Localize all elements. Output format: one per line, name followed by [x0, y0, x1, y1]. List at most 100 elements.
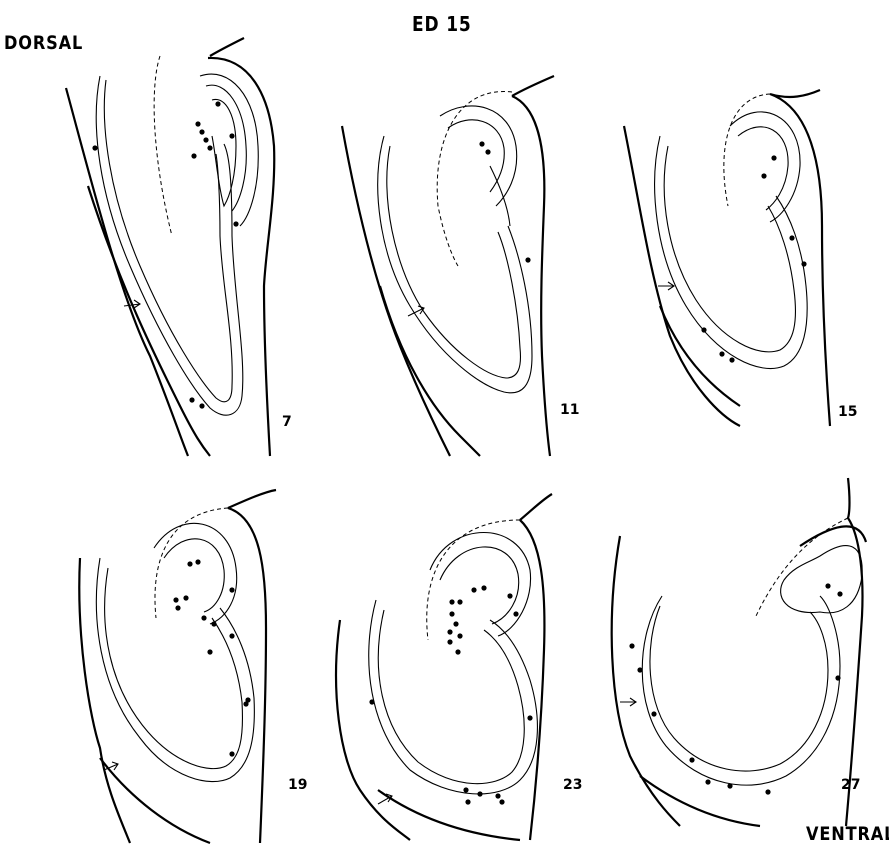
labeled-cell-dot	[485, 149, 490, 154]
hippocampal-layer	[369, 600, 538, 794]
labeled-cell-dot	[835, 675, 840, 680]
labeled-cell-dot	[207, 145, 212, 150]
section-27-drawing	[600, 476, 880, 826]
tissue-outer-contour	[624, 126, 740, 426]
labeled-cell-dot	[457, 633, 462, 638]
labeled-cell-dot	[701, 327, 706, 332]
hippocampal-outer-border	[208, 38, 274, 456]
labeled-cell-dot	[229, 587, 234, 592]
labeled-cell-dot	[629, 643, 634, 648]
labeled-cell-dot	[229, 133, 234, 138]
dentate-layer	[154, 523, 237, 624]
dentate-layer	[440, 106, 517, 206]
labeled-cell-dot	[447, 639, 452, 644]
tissue-outer-contour	[100, 758, 210, 843]
labeled-cell-dot	[229, 751, 234, 756]
labeled-cell-dot	[191, 153, 196, 158]
labeled-cell-dot	[477, 791, 482, 796]
labeled-cell-dot	[175, 605, 180, 610]
ventral-label: VENTRAL	[806, 823, 889, 845]
labeled-cell-dot	[199, 129, 204, 134]
labeled-cell-dot	[513, 611, 518, 616]
labeled-cell-dot	[243, 701, 248, 706]
labeled-cell-dot	[201, 615, 206, 620]
labeled-cell-dot	[479, 141, 484, 146]
hippocampal-layer	[650, 606, 828, 771]
labeled-cell-dot	[525, 257, 530, 262]
section-number: 11	[560, 402, 579, 418]
labeled-cell-dot	[199, 403, 204, 408]
labeled-cell-dot	[689, 757, 694, 762]
labeled-cell-dot	[183, 595, 188, 600]
dentate-layer	[781, 546, 863, 613]
hippocampal-outer-border	[512, 76, 554, 456]
tissue-outer-contour	[88, 186, 210, 456]
dashed-boundary	[724, 94, 770, 206]
hippocampal-layer	[664, 146, 795, 352]
section-number: 7	[282, 414, 292, 430]
tissue-outer-contour	[66, 88, 188, 456]
section-number: 27	[841, 777, 860, 793]
hippocampal-layer	[655, 136, 808, 369]
labeled-cell-dot	[771, 155, 776, 160]
section-23-drawing	[320, 490, 580, 840]
labeled-cell-dot	[465, 799, 470, 804]
labeled-cell-dot	[789, 235, 794, 240]
section-number: 23	[563, 777, 582, 793]
labeled-cell-dot	[507, 593, 512, 598]
tissue-outer-contour	[336, 620, 410, 840]
tissue-outer-contour	[612, 536, 680, 826]
section-number: 15	[838, 404, 857, 420]
dashed-boundary	[756, 518, 848, 616]
dentate-layer	[430, 533, 531, 637]
dentate-layer	[212, 99, 236, 206]
labeled-cell-dot	[195, 559, 200, 564]
labeled-cell-dot	[455, 649, 460, 654]
labeled-cell-dot	[499, 799, 504, 804]
labeled-cell-dot	[203, 137, 208, 142]
section-15-drawing	[620, 86, 860, 426]
section-number: 19	[288, 777, 307, 793]
labeled-cell-dot	[207, 649, 212, 654]
labeled-cell-dot	[369, 699, 374, 704]
arrow	[620, 698, 636, 706]
arrow	[658, 282, 674, 290]
labeled-cell-dot	[825, 583, 830, 588]
dentate-layer	[730, 112, 800, 222]
hippocampal-layer	[104, 80, 232, 402]
labeled-cell-dot	[211, 621, 216, 626]
figure-title: ED 15	[412, 12, 472, 36]
hippocampal-layer	[642, 596, 840, 785]
labeled-cell-dot	[837, 591, 842, 596]
labeled-cell-dot	[637, 667, 642, 672]
hippocampal-layer	[387, 146, 521, 378]
labeled-cell-dot	[173, 597, 178, 602]
labeled-cell-dot	[729, 357, 734, 362]
labeled-cell-dot	[215, 101, 220, 106]
labeled-cell-dot	[481, 585, 486, 590]
labeled-cell-dot	[233, 221, 238, 226]
labeled-cell-dot	[765, 789, 770, 794]
labeled-cell-dot	[495, 793, 500, 798]
labeled-cell-dot	[229, 633, 234, 638]
hippocampal-layer	[105, 568, 243, 769]
labeled-cell-dot	[92, 145, 97, 150]
labeled-cell-dot	[761, 173, 766, 178]
labeled-cell-dot	[705, 779, 710, 784]
labeled-cell-dot	[187, 561, 192, 566]
labeled-cell-dot	[447, 629, 452, 634]
labeled-cell-dot	[449, 611, 454, 616]
section-11-drawing	[340, 56, 580, 456]
labeled-cell-dot	[453, 621, 458, 626]
labeled-cell-dot	[651, 711, 656, 716]
labeled-cell-dot	[727, 783, 732, 788]
labeled-cell-dot	[189, 397, 194, 402]
labeled-cell-dot	[449, 599, 454, 604]
hippocampal-layer	[378, 610, 524, 784]
dashed-boundary	[154, 56, 172, 236]
labeled-cell-dot	[463, 787, 468, 792]
labeled-cell-dot	[471, 587, 476, 592]
labeled-cell-dot	[457, 599, 462, 604]
section-7-drawing	[60, 36, 300, 456]
section-19-drawing	[60, 488, 300, 843]
